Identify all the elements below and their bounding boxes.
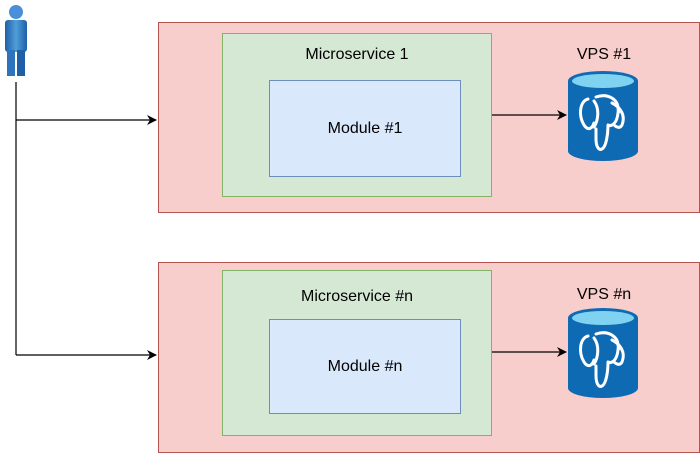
microservice-label-1: Microservice 1	[305, 46, 409, 63]
postgresql-database-icon	[568, 308, 638, 398]
user-connector-lines	[15, 82, 157, 360]
user-icon	[5, 5, 27, 76]
postgresql-database-icon	[568, 71, 638, 161]
vps-label-1: VPS #1	[576, 46, 632, 63]
vps-label-n: VPS #n	[576, 286, 632, 303]
microservice-label-n: Microservice #n	[300, 288, 414, 305]
module-box-n: Module #n	[269, 319, 461, 414]
module-box-1: Module #1	[269, 80, 461, 177]
